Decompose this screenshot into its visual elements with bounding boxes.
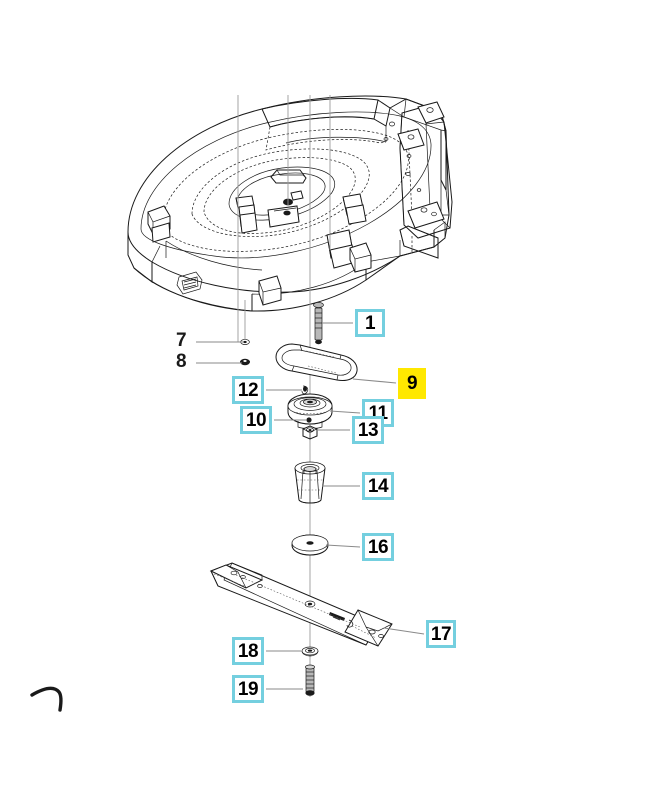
callout-14[interactable]: 14 [362, 472, 394, 500]
callout-10[interactable]: 10 [240, 406, 272, 434]
part-blade-hub-adapter [294, 461, 326, 504]
side-deflector-plate [397, 101, 453, 239]
callout-1[interactable]: 1 [355, 309, 385, 337]
callout-label: 1 [364, 312, 376, 334]
callout-label: 10 [245, 409, 267, 431]
part-cutting-blade [209, 562, 393, 647]
part-blade-bolt [305, 664, 315, 696]
part-washer-and-nut [240, 300, 250, 366]
callout-9-highlighted[interactable]: 9 [398, 368, 426, 399]
part-drive-belt [275, 343, 358, 381]
part-carriage-bolt [313, 302, 324, 345]
callout-17[interactable]: 17 [426, 620, 456, 648]
callout-label: 12 [237, 379, 259, 401]
deck-bracket-lugs [235, 190, 367, 269]
mower-deck-housing [127, 95, 453, 312]
callout-label: 9 [406, 373, 418, 394]
callout-label: 18 [237, 640, 259, 662]
callout-label: 13 [357, 419, 379, 441]
callout-label: 19 [237, 678, 259, 700]
part-pulley [287, 393, 333, 429]
deck-badge [176, 271, 203, 295]
callout-label: 16 [367, 536, 389, 558]
part-lock-washer [301, 646, 319, 657]
callout-19[interactable]: 19 [232, 675, 264, 703]
part-flange-nut [302, 425, 318, 440]
callout-12[interactable]: 12 [232, 376, 264, 404]
part-retaining-pin [306, 417, 312, 423]
callout-16[interactable]: 16 [362, 533, 394, 561]
callout-13[interactable]: 13 [352, 416, 384, 444]
callout-label: 7 [176, 330, 187, 351]
leader-lines [196, 322, 425, 690]
callout-7[interactable]: 7 [176, 330, 187, 352]
callout-label: 14 [367, 475, 389, 497]
callout-label: 17 [430, 623, 452, 645]
callout-8[interactable]: 8 [176, 351, 187, 373]
callout-label: 8 [176, 351, 187, 372]
part-belt-guide-pin [301, 385, 309, 395]
handle-bar-stub [30, 686, 63, 712]
part-blade-washer [291, 534, 329, 556]
callout-18[interactable]: 18 [232, 637, 264, 665]
